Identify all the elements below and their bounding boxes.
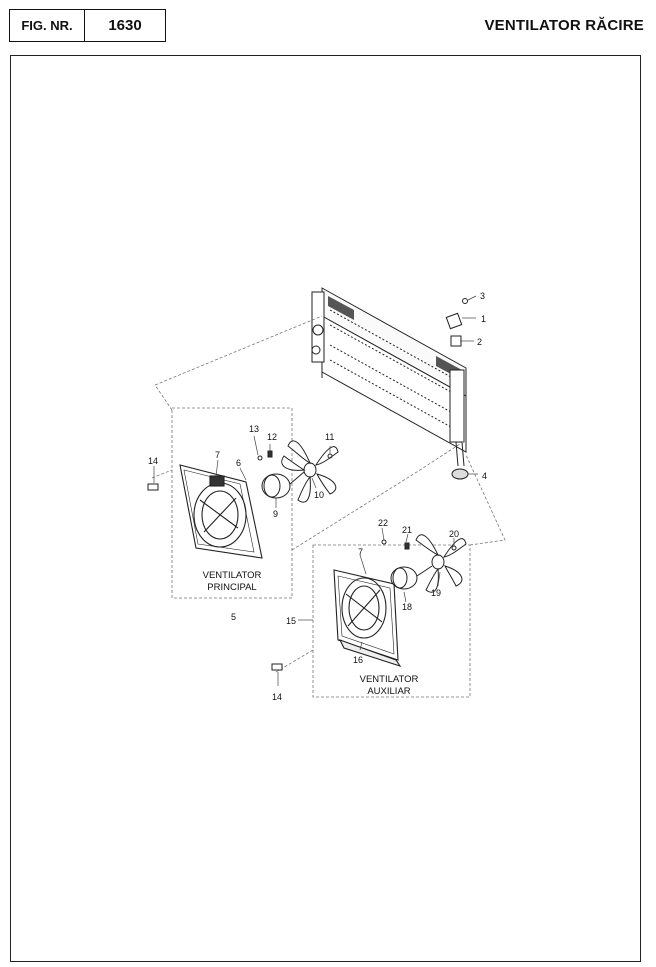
main-fan-motor-blade xyxy=(147,440,339,503)
main-fan-label-line1: VENTILATOR xyxy=(203,570,262,581)
part-number-16: 16 xyxy=(353,655,363,665)
part-number-1: 1 xyxy=(481,314,486,324)
part-number-7-aux: 7 xyxy=(358,547,363,557)
aux-fan-label-line1: VENTILATOR xyxy=(360,674,419,685)
part-number-13: 13 xyxy=(249,424,259,434)
part-number-15: 15 xyxy=(286,616,296,626)
aux-fan-motor-blade xyxy=(271,534,467,671)
part-number-10: 10 xyxy=(314,490,324,500)
part-number-21: 21 xyxy=(402,525,412,535)
main-fan-label-line2: PRINCIPAL xyxy=(207,582,256,593)
figure-label: FIG. NR. xyxy=(10,10,85,41)
diagram-frame xyxy=(10,55,641,962)
part-number-3: 3 xyxy=(480,291,485,301)
part-number-4: 4 xyxy=(482,471,487,481)
part-number-20: 20 xyxy=(449,529,459,539)
part-number-7-main: 7 xyxy=(215,450,220,460)
part-number-9: 9 xyxy=(273,509,278,519)
group-boxes xyxy=(151,315,506,698)
figure-number: 1630 xyxy=(108,17,142,34)
part-number-11: 11 xyxy=(325,432,334,442)
part-number-2: 2 xyxy=(477,337,482,347)
page-title: VENTILATOR RĂCIRE xyxy=(484,17,644,34)
main-fan-shroud xyxy=(179,464,263,559)
leader-lines xyxy=(153,295,478,686)
part-number-22: 22 xyxy=(378,518,388,528)
part-number-14-aux: 14 xyxy=(272,692,282,702)
aux-fan-shroud xyxy=(333,569,402,668)
aux-fan-label-line2: AUXILIAR xyxy=(367,686,410,697)
figure-number-box: FIG. NR. 1630 xyxy=(9,9,166,42)
radiator-drawing xyxy=(311,287,467,467)
part-number-6: 6 xyxy=(236,458,241,468)
part-number-14-main: 14 xyxy=(148,456,158,466)
part-number-18: 18 xyxy=(402,602,412,612)
part-number-5: 5 xyxy=(231,612,236,622)
part-number-12: 12 xyxy=(267,432,277,442)
part-number-19: 19 xyxy=(431,588,441,598)
